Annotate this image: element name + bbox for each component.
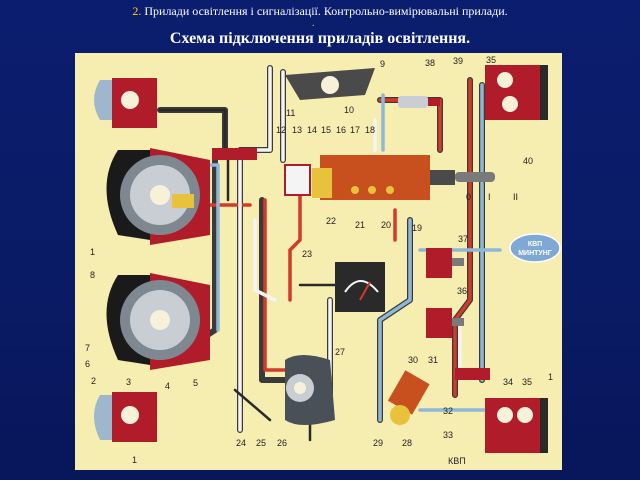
slide-title: Схема підключення приладів освітлення. (169, 30, 471, 47)
label-20: 20 (381, 220, 391, 230)
label-13: 13 (292, 125, 302, 135)
label-6: 6 (85, 359, 90, 369)
central-light-switch (312, 155, 495, 200)
label-22: 22 (326, 216, 336, 226)
label-15: 15 (321, 125, 331, 135)
label-40: 40 (523, 156, 533, 166)
label-27: 27 (335, 347, 345, 357)
connector-block-left (212, 148, 257, 160)
label-2: 2 (91, 376, 96, 386)
label-35: 35 (486, 55, 496, 65)
slide-header: 2. Прилади освітлення і сигналізації. Ко… (0, 0, 640, 54)
label-12: 12 (276, 125, 286, 135)
fuse-left (172, 194, 194, 208)
label-31: 31 (428, 355, 438, 365)
slide-subtitle: 2. Прилади освітлення і сигналізації. Ко… (0, 4, 640, 19)
relay-12 (284, 164, 311, 196)
label-25: 25 (256, 438, 266, 448)
subtitle-bullet: . (312, 18, 315, 29)
label-3: 3 (126, 377, 131, 387)
headlamp-left-upper (106, 148, 210, 245)
label-4: 4 (165, 381, 170, 391)
rear-lamp-lower (485, 398, 548, 453)
label-19: 19 (412, 223, 422, 233)
badge-line2: МИНТУНГ (518, 250, 552, 257)
label-26: 26 (277, 438, 287, 448)
label-34: 34 (503, 377, 513, 387)
label-1-left: 1 (90, 247, 95, 257)
label-11: 11 (286, 108, 295, 118)
label-1-right: 1 (548, 372, 553, 382)
label-1-bottom: 1 (132, 455, 137, 465)
label-21: 21 (355, 220, 365, 230)
sidelamp-front-upper (94, 78, 157, 128)
label-37: 37 (458, 234, 468, 244)
label-II: II (513, 192, 518, 202)
label-35-lower: 35 (522, 377, 532, 387)
sensor-30-31 (387, 370, 430, 425)
label-16: 16 (336, 125, 346, 135)
switch-38 (398, 96, 440, 108)
label-17: 17 (350, 125, 360, 135)
label-23: 23 (302, 249, 312, 259)
subtitle-number: 2. (132, 4, 142, 18)
label-18: 18 (365, 125, 375, 135)
label-29: 29 (373, 438, 383, 448)
label-7: 7 (85, 343, 90, 353)
badge-kvp: КВП МИНТУНГ (509, 233, 561, 263)
connector-block-right (455, 368, 490, 380)
label-5: 5 (193, 378, 198, 388)
headlamp-left-lower (106, 273, 210, 370)
label-36: 36 (457, 286, 467, 296)
label-14: 14 (307, 125, 317, 135)
label-24: 24 (236, 438, 246, 448)
diagram-labels: 9 38 39 35 11 10 12 13 14 15 16 17 18 40… (85, 55, 553, 466)
label-33: 33 (443, 430, 453, 440)
label-32: 32 (443, 406, 453, 416)
footer-mark: КВП (448, 456, 466, 466)
roof-lamp (285, 68, 375, 100)
label-39: 39 (453, 56, 463, 66)
label-10: 10 (344, 105, 354, 115)
label-38: 38 (425, 58, 435, 68)
label-30: 30 (408, 355, 418, 365)
label-8: 8 (90, 270, 95, 280)
rear-lamp-upper (485, 65, 548, 120)
label-I: I (488, 192, 491, 202)
gauge-23 (335, 262, 385, 312)
subtitle-text: Прилади освітлення і сигналізації. Контр… (144, 4, 508, 18)
switch-37 (426, 248, 464, 278)
lamp-27 (285, 355, 335, 425)
label-28: 28 (402, 438, 412, 448)
label-0: 0 (466, 192, 471, 202)
label-9: 9 (380, 59, 385, 69)
switch-36 (426, 308, 464, 338)
sidelamp-front-lower (94, 392, 157, 442)
badge-line1: КВП (528, 241, 542, 248)
